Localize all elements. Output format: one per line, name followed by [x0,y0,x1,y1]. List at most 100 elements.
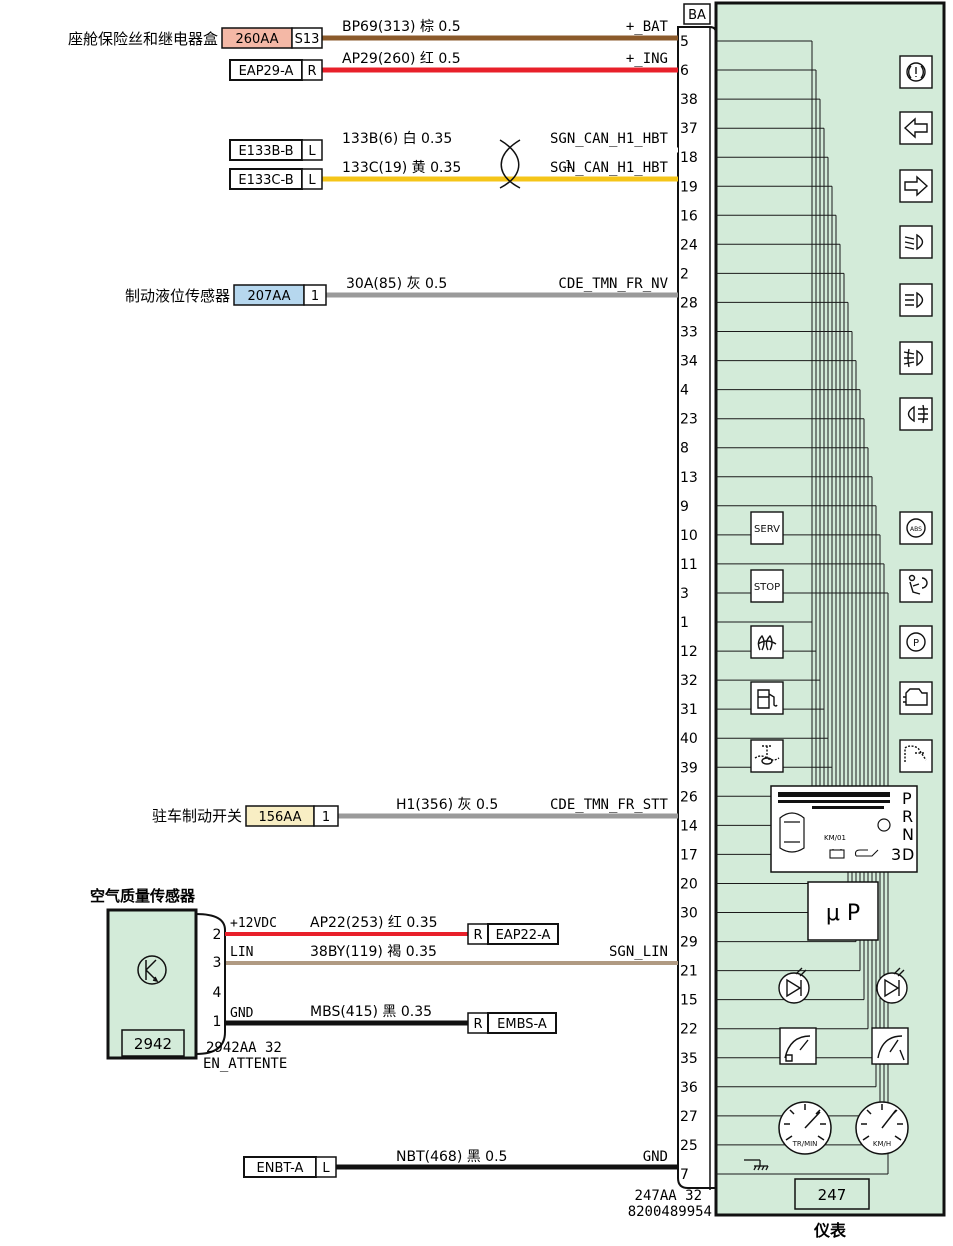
parking-brake-pin: 1 [322,810,330,825]
door-open-icon[interactable] [899,739,933,773]
gear-d: D [902,845,914,864]
pin-number: 6 [680,63,689,79]
svg-text:ABS: ABS [910,526,922,533]
pin-number: 22 [680,1022,698,1038]
air-sensor-connector-id: 2942AA 32 [206,1040,282,1056]
microprocessor[interactable] [807,881,879,941]
eap29-pin: R [307,64,316,79]
pin-number: 40 [680,731,698,747]
stop-lamp-label: STOP [754,582,780,593]
parking-brake-pin-box [313,805,339,827]
serv-lamp-label: SERV [754,524,780,535]
e133c-pin: L [308,173,316,188]
part-number: 8200489954 [628,1204,712,1220]
high-beam-icon[interactable] [899,283,933,317]
pin-number: 20 [680,877,698,893]
engine-warning-icon[interactable] [899,681,933,715]
wire-gnd-signal: GND [643,1149,668,1165]
brake-warning-icon[interactable] [899,55,933,89]
air-sensor-note: EN_ATTENTE [203,1056,287,1072]
e133b-code: E133B-B [238,144,293,159]
fuel-gauge-icon[interactable] [779,1027,817,1065]
cluster-id: 247 [818,1186,847,1204]
wire-bat-label: BP69(313) 棕 0.5 [342,19,461,35]
rpm-gauge-label: TR/MIN [792,1140,818,1148]
warning-lamp-icons: ABS P [899,55,933,773]
lcd-oil-icon [854,849,879,857]
instrument-panel [714,1,946,1217]
brake-fluid-pin-box [303,284,327,306]
fuse-box-pin-box [291,27,323,49]
left-indicator-icon[interactable] [899,111,933,145]
speed-gauge-label: KM/H [873,1140,891,1148]
pin-number: 7 [680,1167,689,1183]
transistor-icon-lines [145,959,159,983]
svg-text:P: P [913,638,919,649]
fuel-level-icon[interactable] [750,681,784,715]
air-sensor-lin-pin-label: LIN [230,945,253,960]
gear-n: N [902,825,914,844]
pin-number: 26 [680,789,698,805]
stop-lamp[interactable]: STOP [750,569,784,603]
pin-number: 32 [680,673,698,689]
rpm-gauge[interactable]: TR/MIN [778,1101,832,1155]
coolant-temp-icon[interactable] [750,739,784,773]
lcd-km-label: KM/01 [824,834,846,842]
embs-code-box[interactable] [487,1012,557,1034]
airbag-warning-icon[interactable] [899,569,933,603]
wire-can-white-label: 133B(6) 白 0.35 [342,131,452,147]
brake-fluid-sensor-name: 制动液位传感器 [125,287,230,305]
pin-number: 9 [680,499,689,515]
glow-plug-icon[interactable] [750,625,784,659]
fuse-box-name: 座舱保险丝和继电器盒 [68,30,218,48]
eap22-code: EAP22-A [496,928,551,943]
pin-number: 39 [680,760,698,776]
pin-number: 33 [680,325,698,341]
pin-number: 18 [680,150,698,166]
serv-lamp[interactable]: SERV [750,511,784,545]
wire-brake-fluid-label: 30A(85) 灰 0.5 [346,276,447,292]
parking-brake-icon[interactable]: P [899,625,933,659]
wire-gnd-label: NBT(468) 黑 0.5 [396,1149,507,1165]
connector-strip [677,26,716,1189]
embs-pin: R [473,1017,482,1032]
eap22-code-box[interactable] [487,923,559,945]
lcd-gear-letters: P R N 3 D [891,789,914,864]
parking-brake-switch-name: 驻车制动开关 [152,807,242,825]
connector-id-label: 247AA 32 [635,1188,702,1204]
pin-number: 3 [680,586,689,602]
e133c-pin-box [301,168,323,190]
pin-number: 2 [680,266,689,282]
eap29-code: EAP29-A [239,64,294,79]
wire-lin-signal: SGN_LIN [609,944,668,960]
low-beam-icon[interactable] [899,225,933,259]
air-sensor-ground-pin-label: GND [230,1006,254,1021]
speed-gauge[interactable]: KM/H [855,1101,909,1155]
gear-p: P [902,789,912,808]
pin-number: 17 [680,847,698,863]
pin-number: 8 [680,441,689,457]
parking-brake-code: 156AA [259,810,302,825]
pin-number: 14 [680,818,698,834]
front-fog-icon[interactable] [899,341,933,375]
pin-number: 25 [680,1138,698,1154]
fuse-box-code: 260AA [236,32,279,47]
abs-warning-icon[interactable]: ABS [899,511,933,545]
temp-gauge-icon[interactable] [871,1027,909,1065]
lcd-car-icon [779,812,805,853]
air-sensor-connector [195,913,226,1055]
wire-can-yellow-label: 133C(19) 黄 0.35 [342,159,461,176]
eap22-pin: R [473,928,482,943]
pin-number: 19 [680,179,698,195]
wire-lin-label: 38BY(119) 褐 0.35 [310,944,437,960]
ba-box [683,3,711,25]
right-indicator-icon[interactable] [899,169,933,203]
lcd-digits [778,792,890,809]
rear-fog-icon[interactable] [899,397,933,431]
fuse-box-pin: S13 [295,32,320,47]
pin-number: 5 [680,34,689,50]
ba-label: BA [688,8,706,23]
pin-number: 12 [680,644,698,660]
air-sensor-title: 空气质量传感器 [90,887,196,905]
brake-fluid-pin: 1 [311,289,319,304]
